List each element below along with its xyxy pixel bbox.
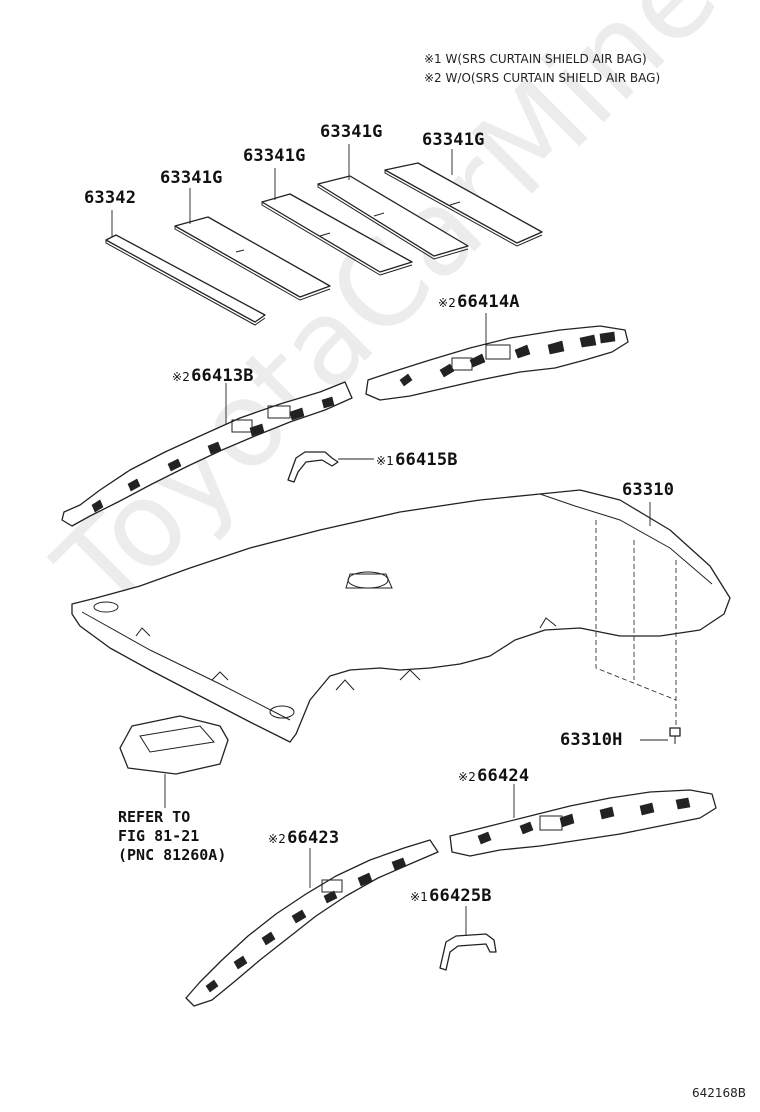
note-mark: ※2 <box>438 296 457 310</box>
map-lamp-assembly <box>119 715 229 808</box>
part-label-63310h[interactable]: 63310H <box>560 730 623 750</box>
silencer-pad-63341g-d <box>384 162 543 247</box>
note-mark: ※2 <box>268 832 287 846</box>
retainer-66413b <box>61 381 353 527</box>
refer-line-1: REFER TO <box>118 808 191 826</box>
part-label-63310[interactable]: 63310 <box>622 480 675 500</box>
part-number: 66415B <box>395 450 458 470</box>
part-label-63341g-d[interactable]: 63341G <box>422 130 485 150</box>
note-mark: ※1 <box>376 454 395 468</box>
bracket-66415b <box>287 451 374 483</box>
note-mark: ※2 <box>458 770 477 784</box>
legend-note-1: ※1 W(SRS CURTAIN SHIELD AIR BAG) <box>424 50 660 69</box>
refer-to-note[interactable]: REFER TO FIG 81-21 (PNC 81260A) <box>118 808 226 865</box>
silencer-pad-63342 <box>105 234 266 326</box>
part-number: 66423 <box>287 828 340 848</box>
part-label-63341g-a[interactable]: 63341G <box>160 168 223 188</box>
headliner-63310 <box>71 489 731 743</box>
legend-note-2: ※2 W/O(SRS CURTAIN SHIELD AIR BAG) <box>424 69 660 88</box>
part-label-66415b[interactable]: ※166415B <box>376 450 458 470</box>
bracket-66425b <box>439 906 497 971</box>
note-2-mark: ※2 <box>424 71 442 85</box>
note-mark: ※1 <box>410 890 429 904</box>
silencer-pad-63341g-b <box>261 193 413 276</box>
silencer-pad-63341g-c <box>317 175 469 260</box>
part-number: 66413B <box>191 366 254 386</box>
diagram-code: 642168B <box>691 1086 746 1100</box>
part-label-66425b[interactable]: ※166425B <box>410 886 492 906</box>
retainer-66414a <box>365 313 629 401</box>
part-label-63341g-b[interactable]: 63341G <box>243 146 306 166</box>
part-label-66413b[interactable]: ※266413B <box>172 366 254 386</box>
part-label-63342[interactable]: 63342 <box>84 188 137 208</box>
note-mark: ※2 <box>172 370 191 384</box>
note-2-text: W/O(SRS CURTAIN SHIELD AIR BAG) <box>445 71 661 85</box>
legend-notes: ※1 W(SRS CURTAIN SHIELD AIR BAG) ※2 W/O(… <box>424 50 660 88</box>
silencer-pad-63341g-a <box>174 216 331 301</box>
note-1-text: W(SRS CURTAIN SHIELD AIR BAG) <box>445 52 647 66</box>
note-1-mark: ※1 <box>424 52 442 66</box>
part-label-63341g-c[interactable]: 63341G <box>320 122 383 142</box>
part-label-66423[interactable]: ※266423 <box>268 828 339 848</box>
clip-63310h <box>640 727 681 744</box>
part-number: 66414A <box>457 292 520 312</box>
part-number: 66425B <box>429 886 492 906</box>
refer-line-2: FIG 81-21 <box>118 827 200 845</box>
part-number: 66424 <box>477 766 530 786</box>
part-label-66424[interactable]: ※266424 <box>458 766 529 786</box>
part-label-66414a[interactable]: ※266414A <box>438 292 520 312</box>
retainer-66424 <box>449 784 717 857</box>
refer-line-3: (PNC 81260A) <box>118 846 227 864</box>
retainer-66423 <box>185 839 439 1007</box>
